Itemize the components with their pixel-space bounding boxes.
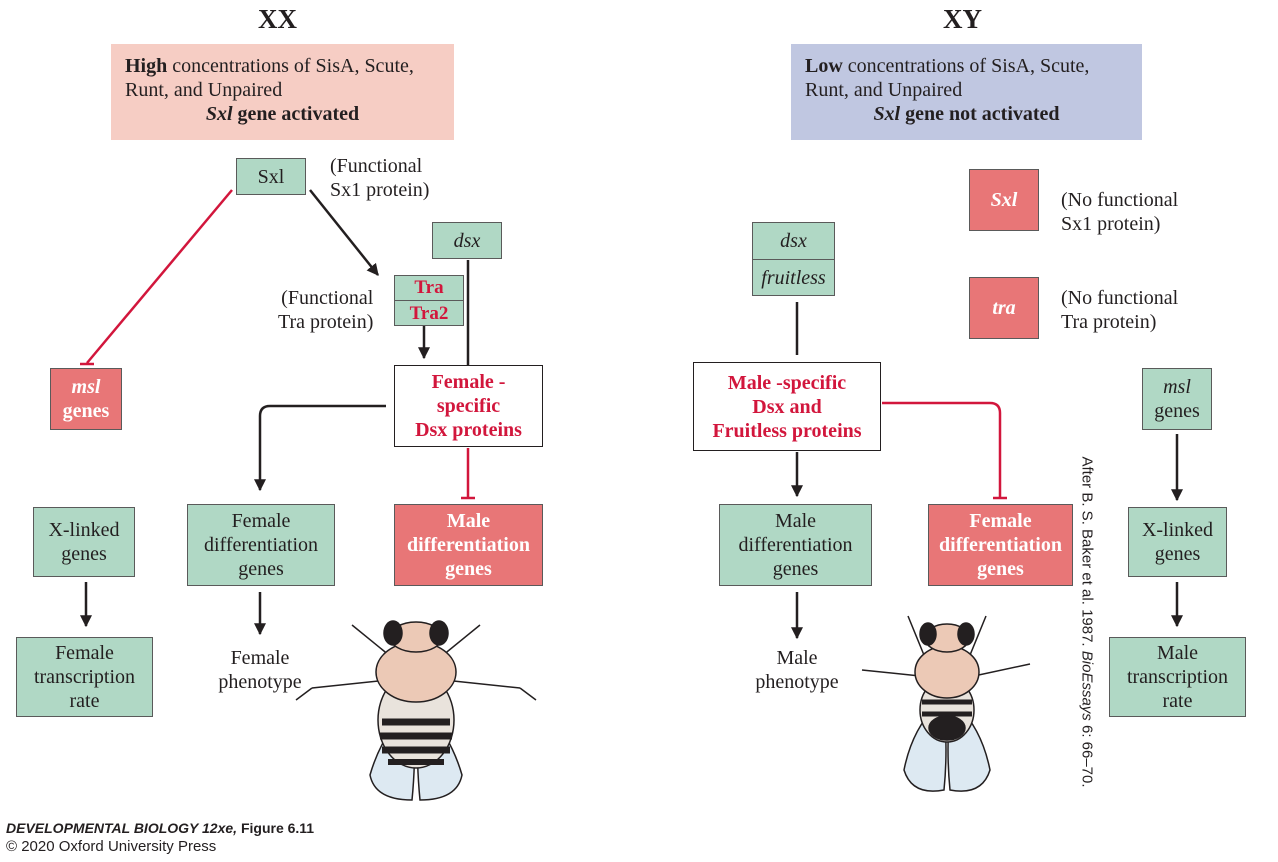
xy-female-diff-box: Female differentiation genes (928, 504, 1073, 586)
xy-condition-box: Low concentrations of SisA, Scute, Runt,… (791, 44, 1142, 140)
xx-condition-line3: Sxl gene activated (205, 103, 360, 125)
xy-no-sxl-note: (No functional Sx1 protein) (1061, 189, 1179, 235)
tra-label: Tra (395, 276, 463, 301)
xx-sxl-box: Sxl (236, 158, 306, 195)
male-fly-illustration (861, 615, 1031, 792)
xx-phenotype-label: Female phenotype (218, 647, 302, 693)
xx-functional-tra-note: (Functional Tra protein) (278, 287, 374, 333)
xy-male-dsx-fruitless-protein-box: Male -specific Dsx and Fruitless protein… (693, 362, 881, 451)
xx-header: XX (258, 4, 297, 34)
xy-condition-line3: Sxl gene not activated (873, 103, 1060, 125)
xy-male-diff-box: Male differentiation genes (719, 504, 872, 586)
copyright-text: © 2020 Oxford University Press (6, 838, 217, 855)
xy-dsx-fruitless-box: dsx fruitless (752, 222, 835, 296)
xy-sxl-box: Sxl (969, 169, 1039, 231)
xy-msl-box: msl genes (1142, 368, 1212, 430)
xx-condition-line1: High concentrations of SisA, Scute, (125, 55, 414, 77)
xx-msl-box: msl genes (50, 368, 122, 430)
xy-fruitless-label: fruitless (761, 266, 826, 289)
female-fly-illustration (295, 620, 537, 801)
xy-no-tra-note: (No functional Tra protein) (1061, 287, 1179, 333)
xx-male-diff-box: Male differentiation genes (394, 504, 543, 586)
xy-xlinked-box: X-linked genes (1128, 507, 1227, 577)
xy-dsx-label: dsx (753, 223, 834, 260)
figure-caption: DEVELOPMENTAL BIOLOGY 12xe, Figure 6.11 (6, 820, 315, 836)
xy-phenotype-label: Male phenotype (755, 647, 839, 693)
sxl-represses-msl-line (86, 189, 233, 364)
tra2-label: Tra2 (409, 302, 449, 324)
attribution-text: After B. S. Baker et al. 1987. BioEssays… (1078, 456, 1096, 788)
xy-header: XY (943, 4, 982, 34)
xx-condition-line2: Runt, and Unpaired (125, 79, 283, 101)
xy-condition-line1: Low concentrations of SisA, Scute, (805, 55, 1090, 77)
xx-female-dsx-protein-box: Female - specific Dsx proteins (394, 365, 543, 447)
protein-to-female-diff-arrow (254, 404, 386, 492)
xx-functional-sxl-note: (Functional Sx1 protein) (330, 155, 430, 201)
xy-transcription-rate-box: Male transcription rate (1109, 637, 1246, 717)
protein-represses-female-diff-line (882, 401, 1002, 497)
xx-female-diff-box: Female differentiation genes (187, 504, 335, 586)
xy-tra-box: tra (969, 277, 1039, 339)
xx-tra-box: Tra Tra2 (394, 275, 464, 326)
xx-dsx-box: dsx (432, 222, 502, 259)
xx-condition-box: High concentrations of SisA, Scute, Runt… (111, 44, 454, 140)
xx-xlinked-box: X-linked genes (33, 507, 135, 577)
xy-condition-line2: Runt, and Unpaired (805, 79, 963, 101)
xx-transcription-rate-box: Female transcription rate (16, 637, 153, 717)
sxl-to-tra-arrow (309, 189, 379, 276)
